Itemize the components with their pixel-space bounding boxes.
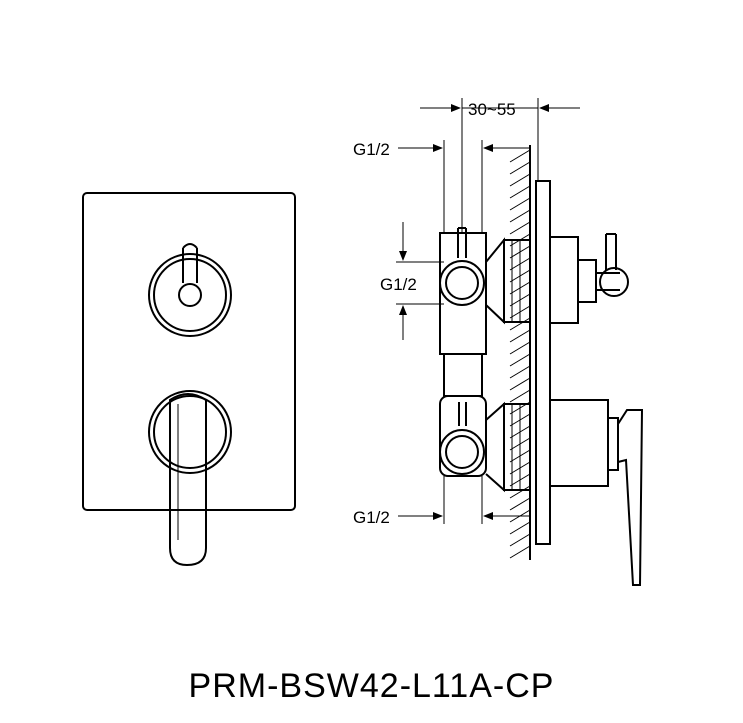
- hatch-line: [509, 533, 531, 547]
- hatch-line: [509, 221, 531, 235]
- body-connector: [443, 353, 483, 397]
- hatch-line: [509, 329, 531, 343]
- diverter-spindle-side: [549, 233, 629, 324]
- dim-depth: [420, 98, 580, 232]
- hatch-line: [509, 521, 531, 535]
- mixer-lever-handle: [148, 390, 232, 567]
- hatch-line: [509, 377, 531, 391]
- cover-plate: [82, 192, 296, 511]
- hatch-line: [509, 353, 531, 367]
- hatch-line: [509, 197, 531, 211]
- dim-thread-side: [396, 222, 444, 340]
- hatch-line: [509, 485, 531, 499]
- hatch-line: [509, 389, 531, 403]
- hatch-line: [509, 365, 531, 379]
- hatch-line: [509, 341, 531, 355]
- model-code: PRM-BSW42-L11A-CP: [188, 667, 555, 705]
- dim-thread-top: [398, 140, 530, 232]
- hatch-line: [509, 209, 531, 223]
- diverter-knob: [148, 243, 232, 337]
- hatch-line: [509, 173, 531, 187]
- mixer-lever-side: [549, 399, 644, 586]
- side-cover-plate: [535, 180, 551, 545]
- dim-thread-bottom: [398, 476, 530, 524]
- upper-valve-body: [439, 227, 531, 355]
- dim-thread-bottom-label: G1/2: [353, 508, 390, 527]
- hatch-line: [509, 497, 531, 511]
- dim-depth-label: 30~55: [468, 100, 516, 119]
- dim-thread-top-label: G1/2: [353, 140, 390, 159]
- hatch-line: [509, 317, 531, 331]
- hatch-line: [509, 185, 531, 199]
- hatch-line: [509, 161, 531, 175]
- hatch-line: [509, 149, 531, 163]
- lower-valve-body: [439, 395, 531, 493]
- front-view: [82, 192, 296, 567]
- wall-hatching: [509, 145, 531, 560]
- hatch-line: [509, 545, 531, 559]
- dim-thread-side-label: G1/2: [380, 275, 417, 294]
- side-view: 30~55 G1/2 G1/2 G1/2: [353, 98, 644, 586]
